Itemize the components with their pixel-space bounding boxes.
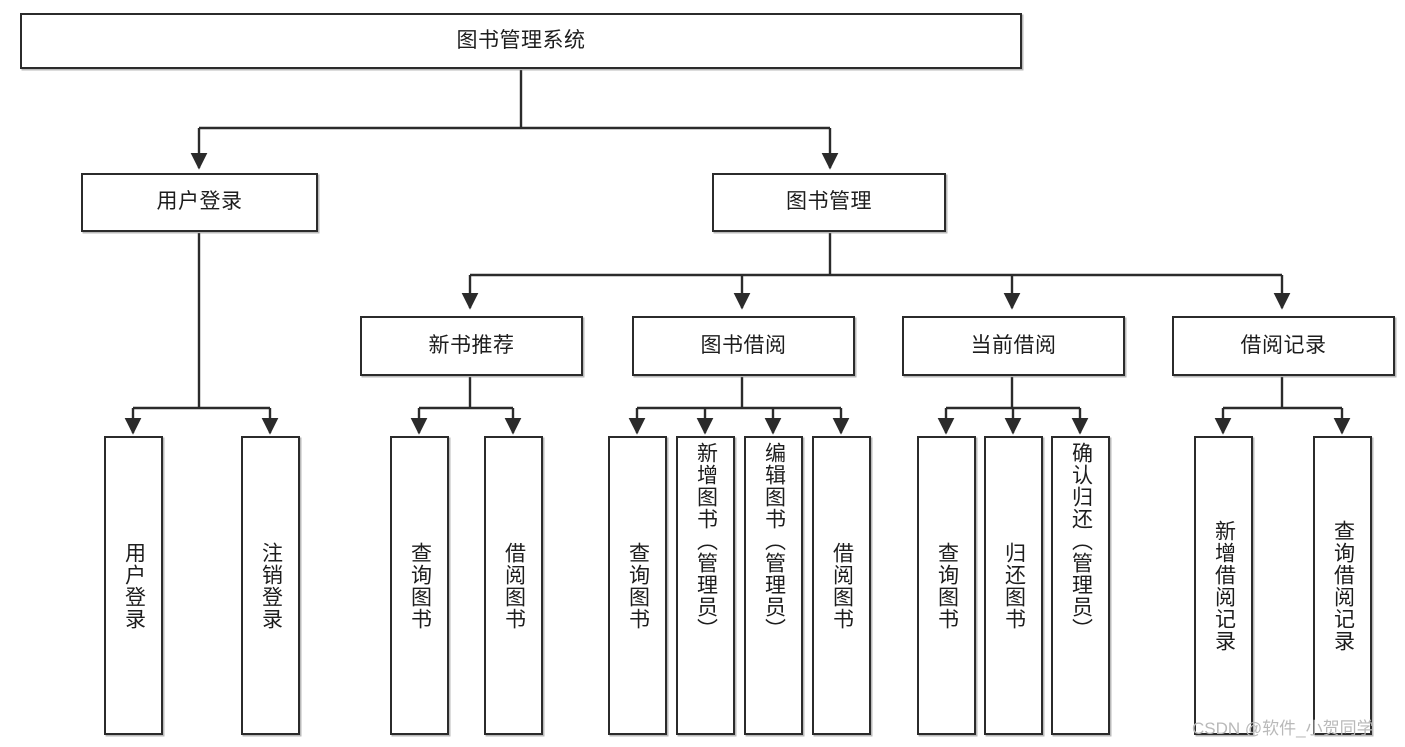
node-label: 新增借阅记录 (1212, 519, 1236, 652)
node-root-book-management-system[interactable]: 图书管理系统 (20, 13, 1022, 69)
leaf-new-book-borrow-book[interactable]: 借阅图书 (484, 436, 543, 735)
node-borrow-record[interactable]: 借阅记录 (1172, 316, 1395, 376)
node-label: 归还图书 (1002, 541, 1026, 630)
leaf-borrow-record-add-record[interactable]: 新增借阅记录 (1194, 436, 1253, 735)
node-label: 新书推荐 (428, 333, 515, 357)
node-label: 借阅记录 (1240, 333, 1327, 357)
node-label: 用户登录 (156, 190, 243, 214)
node-label: 图书管理 (786, 190, 872, 214)
node-label: 用户登录 (122, 541, 146, 630)
node-label: 借阅图书 (830, 541, 854, 630)
node-label: 编辑图书（管理员） (762, 442, 786, 640)
node-label: 查询借阅记录 (1331, 519, 1355, 652)
node-label: 图书借阅 (700, 333, 787, 357)
leaf-borrow-record-query-record[interactable]: 查询借阅记录 (1313, 436, 1372, 735)
leaf-current-borrow-return-book[interactable]: 归还图书 (984, 436, 1043, 735)
node-label: 查询图书 (626, 541, 650, 630)
node-label: 查询图书 (935, 541, 959, 630)
node-label: 确认归还（管理员） (1069, 442, 1093, 640)
node-label: 查询图书 (408, 541, 432, 630)
node-label: 借阅图书 (502, 541, 526, 630)
node-label: 注销登录 (259, 541, 283, 630)
leaf-book-borrow-borrow-book[interactable]: 借阅图书 (812, 436, 871, 735)
leaf-book-borrow-query-book[interactable]: 查询图书 (608, 436, 667, 735)
node-label: 图书管理系统 (456, 28, 586, 52)
leaf-new-book-query-book[interactable]: 查询图书 (390, 436, 449, 735)
leaf-current-borrow-confirm-return-admin[interactable]: 确认归还（管理员） (1051, 436, 1110, 735)
node-label: 当前借阅 (970, 333, 1057, 357)
leaf-book-borrow-add-book-admin[interactable]: 新增图书（管理员） (676, 436, 735, 735)
node-current-borrow[interactable]: 当前借阅 (902, 316, 1125, 376)
leaf-user-login-signin[interactable]: 用户登录 (104, 436, 163, 735)
node-new-book-recommendation[interactable]: 新书推荐 (360, 316, 583, 376)
node-user-login[interactable]: 用户登录 (81, 173, 318, 232)
leaf-book-borrow-edit-book-admin[interactable]: 编辑图书（管理员） (744, 436, 803, 735)
node-label: 新增图书（管理员） (694, 442, 718, 640)
node-book-management[interactable]: 图书管理 (712, 173, 946, 232)
leaf-user-login-signout[interactable]: 注销登录 (241, 436, 300, 735)
csdn-watermark: CSDN @软件_小贺同学 (1192, 719, 1374, 738)
leaf-current-borrow-query-book[interactable]: 查询图书 (917, 436, 976, 735)
node-book-borrow[interactable]: 图书借阅 (632, 316, 855, 376)
